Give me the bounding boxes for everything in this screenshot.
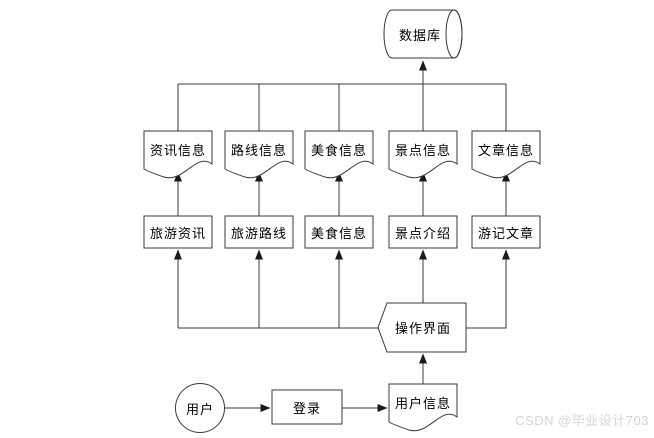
database-shape xyxy=(383,9,463,59)
userinfo-shape xyxy=(388,383,458,432)
store-shape-3 xyxy=(304,130,374,179)
store-shape-1 xyxy=(143,130,213,179)
store-shape-2 xyxy=(224,130,294,179)
module-shape-1 xyxy=(143,215,213,249)
module-shape-5 xyxy=(471,215,541,249)
connector-interface-to-module-5 xyxy=(466,249,510,329)
interface-shape xyxy=(377,302,467,353)
login-shape xyxy=(271,389,343,425)
module-shape-3 xyxy=(304,215,374,249)
module-shape-4 xyxy=(388,215,458,249)
connector-lines xyxy=(174,60,510,412)
store-shape-4 xyxy=(388,130,458,179)
user-shape xyxy=(175,383,225,433)
watermark-text: CSDN @毕业设计703 xyxy=(515,413,649,428)
store-shape-5 xyxy=(471,130,541,179)
module-shape-2 xyxy=(224,215,294,249)
